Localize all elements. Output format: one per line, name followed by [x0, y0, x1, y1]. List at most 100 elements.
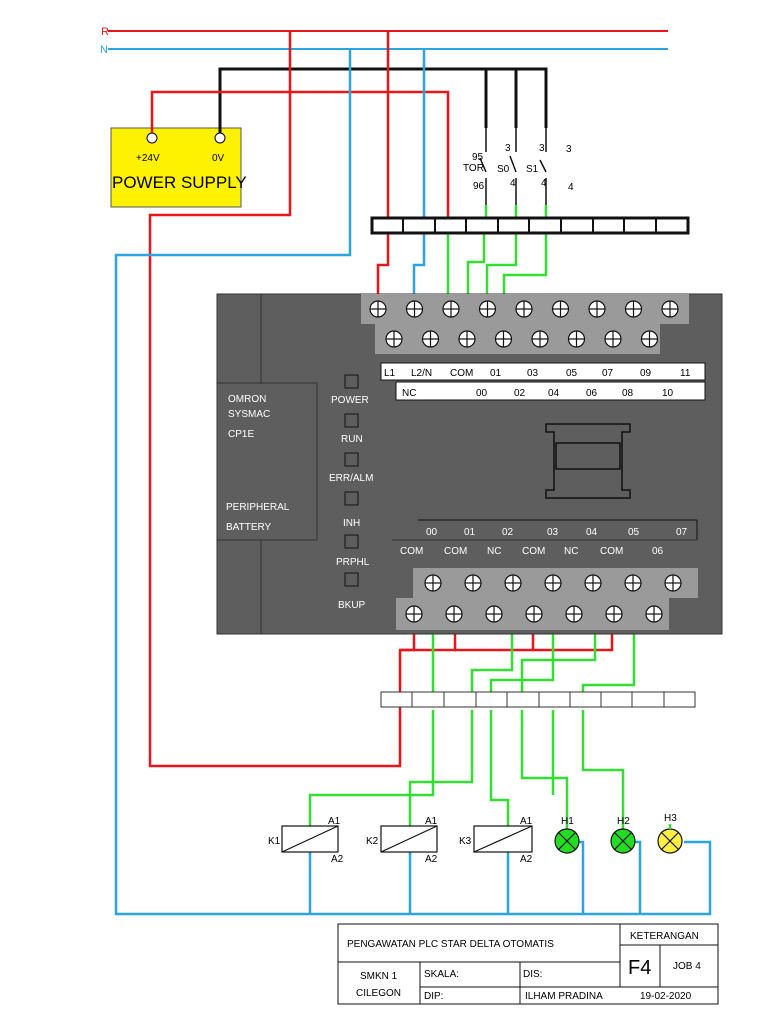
plc-battery: BATTERY — [226, 522, 272, 533]
lamps — [554, 828, 683, 854]
tb-school-1: SMKN 1 — [360, 971, 398, 982]
plc-center-bracket — [545, 423, 631, 499]
ps-plus-terminal — [146, 132, 158, 144]
k1-a2: A2 — [331, 854, 344, 865]
input-label-bottom-5: 06 — [586, 388, 598, 399]
k2-a2: A2 — [425, 854, 438, 865]
input-label-top-0: L1 — [384, 368, 396, 379]
led-err: ERR/ALM — [329, 473, 373, 484]
input-terminals — [361, 294, 689, 354]
output-label-top-6: 07 — [676, 527, 688, 538]
line-r-label: R — [101, 26, 109, 38]
input-label-top-6: 07 — [602, 368, 614, 379]
led-inh: INH — [343, 518, 360, 529]
k3-a1: A1 — [520, 816, 533, 827]
title-block-text: PENGAWATAN PLC STAR DELTA OTOMATIS KETER… — [347, 931, 701, 1002]
output-label-top-5: 05 — [628, 527, 640, 538]
plc-leds: POWER RUN ERR/ALM INH PRPHL BKUP — [329, 374, 373, 611]
input-label-top-5: 05 — [566, 368, 578, 379]
tb-dis: DIS: — [523, 969, 542, 980]
output-label-top-0: 00 — [426, 527, 438, 538]
ps-plus-label: +24V — [136, 153, 160, 164]
s0-label: S0 — [497, 164, 510, 175]
k3-label: K3 — [459, 836, 472, 847]
switch-labels: 95 TOR 96 3 S0 4 3 S1 4 3 4 — [463, 143, 574, 193]
ps-title: POWER SUPPLY — [112, 173, 247, 192]
input-label-bottom-7: 10 — [662, 388, 674, 399]
ps-zero-label: 0V — [212, 153, 225, 164]
s1-top: 3 — [539, 143, 545, 154]
output-label-top-1: 01 — [464, 527, 476, 538]
switches — [479, 128, 547, 205]
s1-bottom: 4 — [541, 178, 547, 189]
lamp-labels: H1 H2 H3 — [561, 813, 677, 827]
h2-label: H2 — [617, 816, 630, 827]
tb-keterangan: KETERANGAN — [630, 931, 699, 942]
output-label-bottom-2: NC — [487, 546, 501, 557]
output-terminals — [396, 568, 698, 630]
led-run: RUN — [341, 434, 363, 445]
green-wiring — [308, 205, 636, 830]
contactor-labels: K1 A1 A2 K2 A1 A2 K3 A1 A2 — [268, 816, 533, 865]
red-wiring — [148, 31, 614, 768]
output-label-top-2: 02 — [502, 527, 514, 538]
input-label-bottom-3: 02 — [514, 388, 526, 399]
output-label-bottom-6: 06 — [652, 546, 664, 557]
input-label-bottom-4: 04 — [548, 388, 560, 399]
k1-a1: A1 — [328, 816, 341, 827]
ps-zero-terminal — [214, 132, 226, 144]
input-label-top-8: 11 — [680, 368, 691, 379]
input-label-top-2: COM — [450, 368, 473, 379]
led-power: POWER — [331, 395, 369, 406]
power-supply: +24V 0V POWER SUPPLY — [110, 127, 247, 208]
tor-label: TOR — [463, 163, 484, 174]
title-block — [337, 923, 719, 1005]
k2-label: K2 — [366, 836, 379, 847]
input-label-bottom-0: NC — [402, 388, 416, 399]
k3-a2: A2 — [520, 854, 533, 865]
k2-a1: A1 — [425, 816, 438, 827]
output-label-top-3: 03 — [547, 527, 559, 538]
tb-title: PENGAWATAN PLC STAR DELTA OTOMATIS — [347, 939, 554, 950]
output-label-bottom-3: COM — [522, 546, 545, 557]
h3-label: H3 — [664, 813, 677, 824]
tor-bottom: 96 — [473, 181, 485, 192]
s0-bottom: 4 — [510, 178, 516, 189]
tor-top: 95 — [472, 152, 484, 163]
tb-school-2: CILEGON — [356, 988, 401, 999]
lower-terminal-strip — [380, 691, 696, 708]
led-prphl: PRPHL — [336, 557, 370, 568]
input-label-bottom-6: 08 — [622, 388, 634, 399]
line-n-label: N — [100, 44, 108, 56]
input-label-top-1: L2/N — [411, 368, 432, 379]
extra-bottom: 4 — [568, 182, 574, 193]
output-label-bottom-4: NC — [564, 546, 578, 557]
extra-top: 3 — [566, 144, 572, 155]
plc-series: SYSMAC — [228, 409, 270, 420]
plc-peripheral: PERIPHERAL — [226, 502, 290, 513]
input-label-top-3: 01 — [490, 368, 502, 379]
mains-lines: R N — [100, 26, 668, 56]
input-label-top-4: 03 — [527, 368, 539, 379]
upper-terminal-strip — [370, 216, 690, 235]
led-bkup: BKUP — [338, 600, 366, 611]
tb-author: ILHAM PRADINA — [525, 991, 603, 1002]
h1-label: H1 — [561, 816, 574, 827]
output-label-top-4: 04 — [586, 527, 598, 538]
s1-label: S1 — [526, 164, 539, 175]
plc-model: CP1E — [228, 429, 254, 440]
plc-brand: OMRON — [228, 394, 266, 405]
tb-date: 19-02-2020 — [640, 991, 692, 1002]
tb-skala: SKALA: — [424, 969, 459, 980]
s0-top: 3 — [505, 143, 511, 154]
contactors — [281, 825, 533, 853]
tb-dip: DIP: — [424, 991, 443, 1002]
dc-bus — [218, 67, 548, 133]
input-label-top-7: 09 — [640, 368, 652, 379]
plc-unit: OMRON SYSMAC CP1E PERIPHERAL BATTERY POW… — [216, 293, 723, 635]
output-label-bottom-0: COM — [400, 546, 423, 557]
